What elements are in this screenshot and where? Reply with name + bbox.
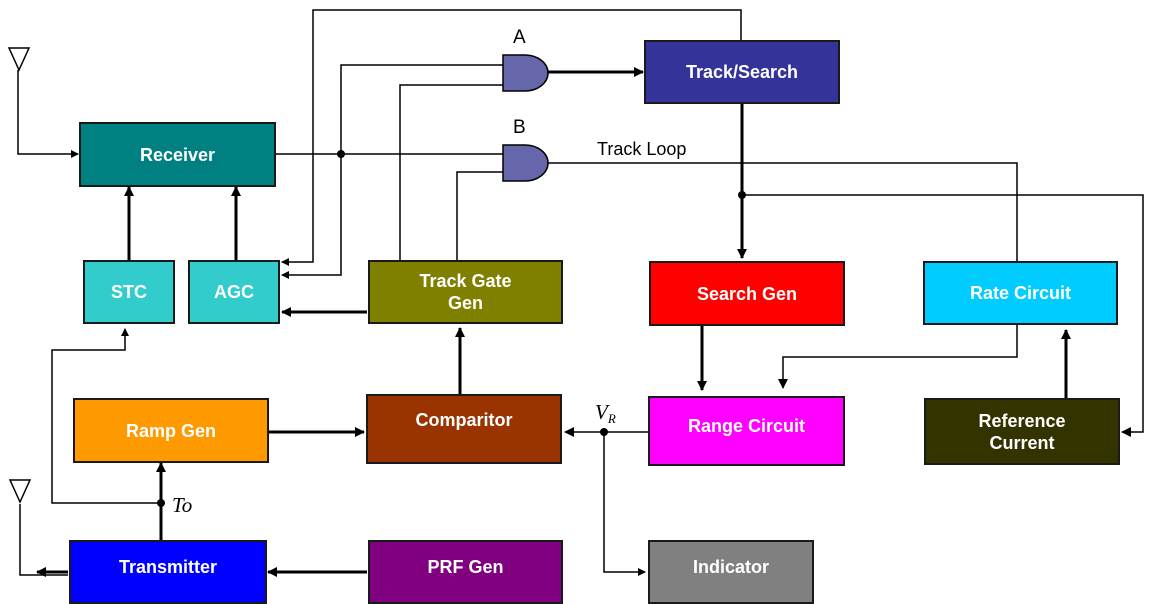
receiver-block: Receiver: [79, 122, 276, 187]
gate-b-label: B: [513, 117, 526, 138]
track-search-label: Track/Search: [685, 62, 799, 82]
comparitor-label: Comparitor: [415, 410, 513, 430]
stc-block: STC: [83, 260, 175, 324]
prf-gen-block: PRF Gen: [368, 540, 563, 604]
reference-current-block: Reference Current: [924, 398, 1120, 465]
rate-circuit-label: Rate Circuit: [969, 283, 1072, 303]
gate-b: [502, 144, 549, 182]
track-gate-gen-label: Track Gate Gen: [419, 271, 512, 313]
vr-label-main: V: [595, 400, 608, 424]
ramp-gen-block: Ramp Gen: [73, 398, 269, 463]
rate-circuit-block: Rate Circuit: [923, 261, 1118, 325]
track-loop-label: Track Loop: [597, 139, 687, 159]
track-search-block: Track/Search: [644, 40, 840, 104]
range-circuit-label: Range Circuit: [687, 416, 806, 436]
ramp-gen-label: Ramp Gen: [125, 420, 217, 441]
receiver-label: Receiver: [139, 144, 216, 165]
vr-label: VR: [595, 400, 616, 427]
indicator-label: Indicator: [692, 557, 769, 577]
stc-label: STC: [111, 282, 147, 302]
comparitor-block: Comparitor: [366, 394, 562, 464]
range-circuit-block: Range Circuit: [648, 396, 845, 466]
agc-label: AGC: [214, 282, 254, 302]
prf-gen-label: PRF Gen: [427, 557, 504, 577]
transmitter-label: Transmitter: [118, 557, 218, 577]
vr-label-sub: R: [607, 411, 616, 426]
track-gate-gen-block: Track Gate Gen: [368, 260, 563, 324]
indicator-block: Indicator: [648, 540, 814, 604]
to-label: To: [172, 493, 193, 517]
agc-block: AGC: [188, 260, 280, 324]
antenna-icon: [7, 47, 31, 72]
gate-a-label: A: [513, 27, 526, 48]
gate-a: [502, 54, 549, 92]
reference-current-label: Reference Current: [978, 410, 1066, 453]
search-gen-label: Search Gen: [696, 283, 798, 304]
search-gen-block: Search Gen: [649, 261, 845, 326]
antenna-icon: [8, 479, 32, 504]
transmitter-block: Transmitter: [69, 540, 267, 604]
